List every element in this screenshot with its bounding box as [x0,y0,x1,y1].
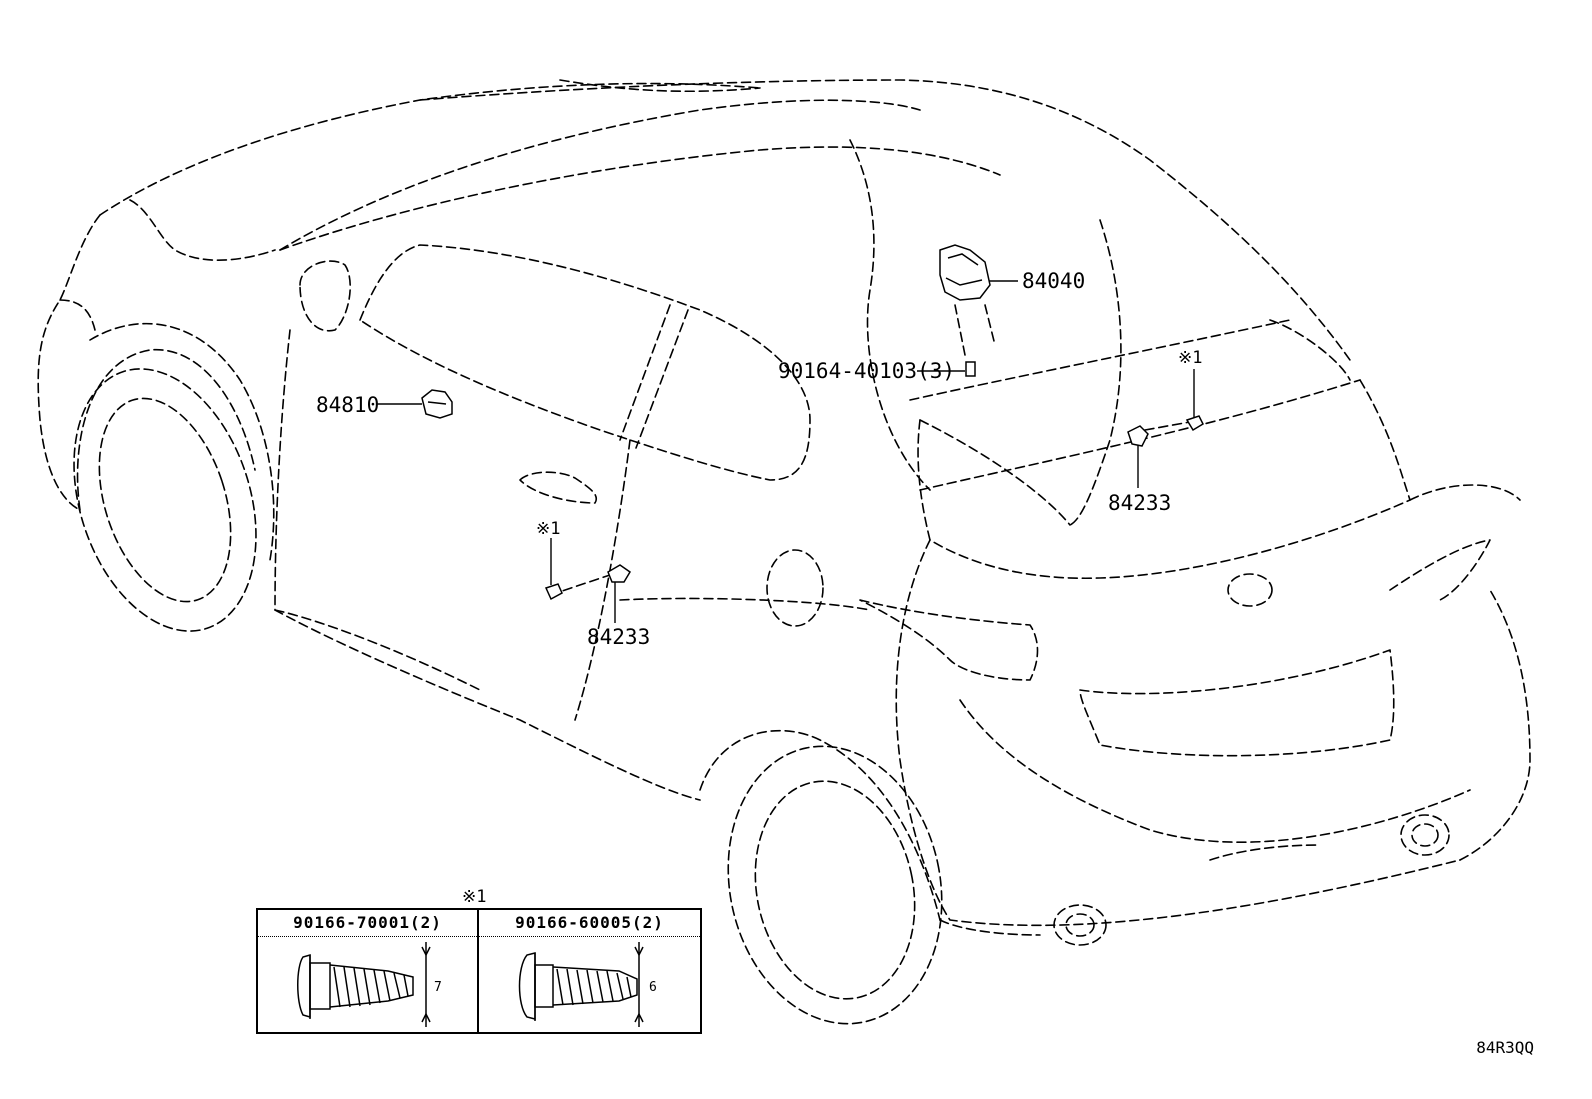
dimension-left: 7 [434,980,442,995]
flange-screw-left-illustration [297,942,431,1027]
note-marker-inset: ※1 [462,887,487,907]
diagram-code: 84R3QQ [1476,1038,1534,1057]
part-label-84810: 84810 [316,393,380,417]
part-label-84233-left: 84233 [587,625,651,649]
fastener-detail-table: 90166-70001(2) 7 90166-60005(2) [256,908,702,1034]
part-label-84040: 84040 [1022,269,1086,293]
flange-screw-right-illustration [518,942,644,1027]
part-label-84233-right: 84233 [1108,491,1172,515]
part-label-90164-40103: 90164-40103(3) [778,359,956,383]
fastener-part-number-right: 90166-60005(2) [479,910,700,937]
fastener-part-number-left: 90166-70001(2) [258,910,477,937]
note-marker-right: ※1 [1178,348,1203,368]
note-marker-left: ※1 [536,519,561,539]
dimension-right: 6 [649,980,657,995]
fastener-column-left: 90166-70001(2) 7 [258,910,479,1032]
fastener-column-right: 90166-60005(2) 6 [479,910,700,1032]
